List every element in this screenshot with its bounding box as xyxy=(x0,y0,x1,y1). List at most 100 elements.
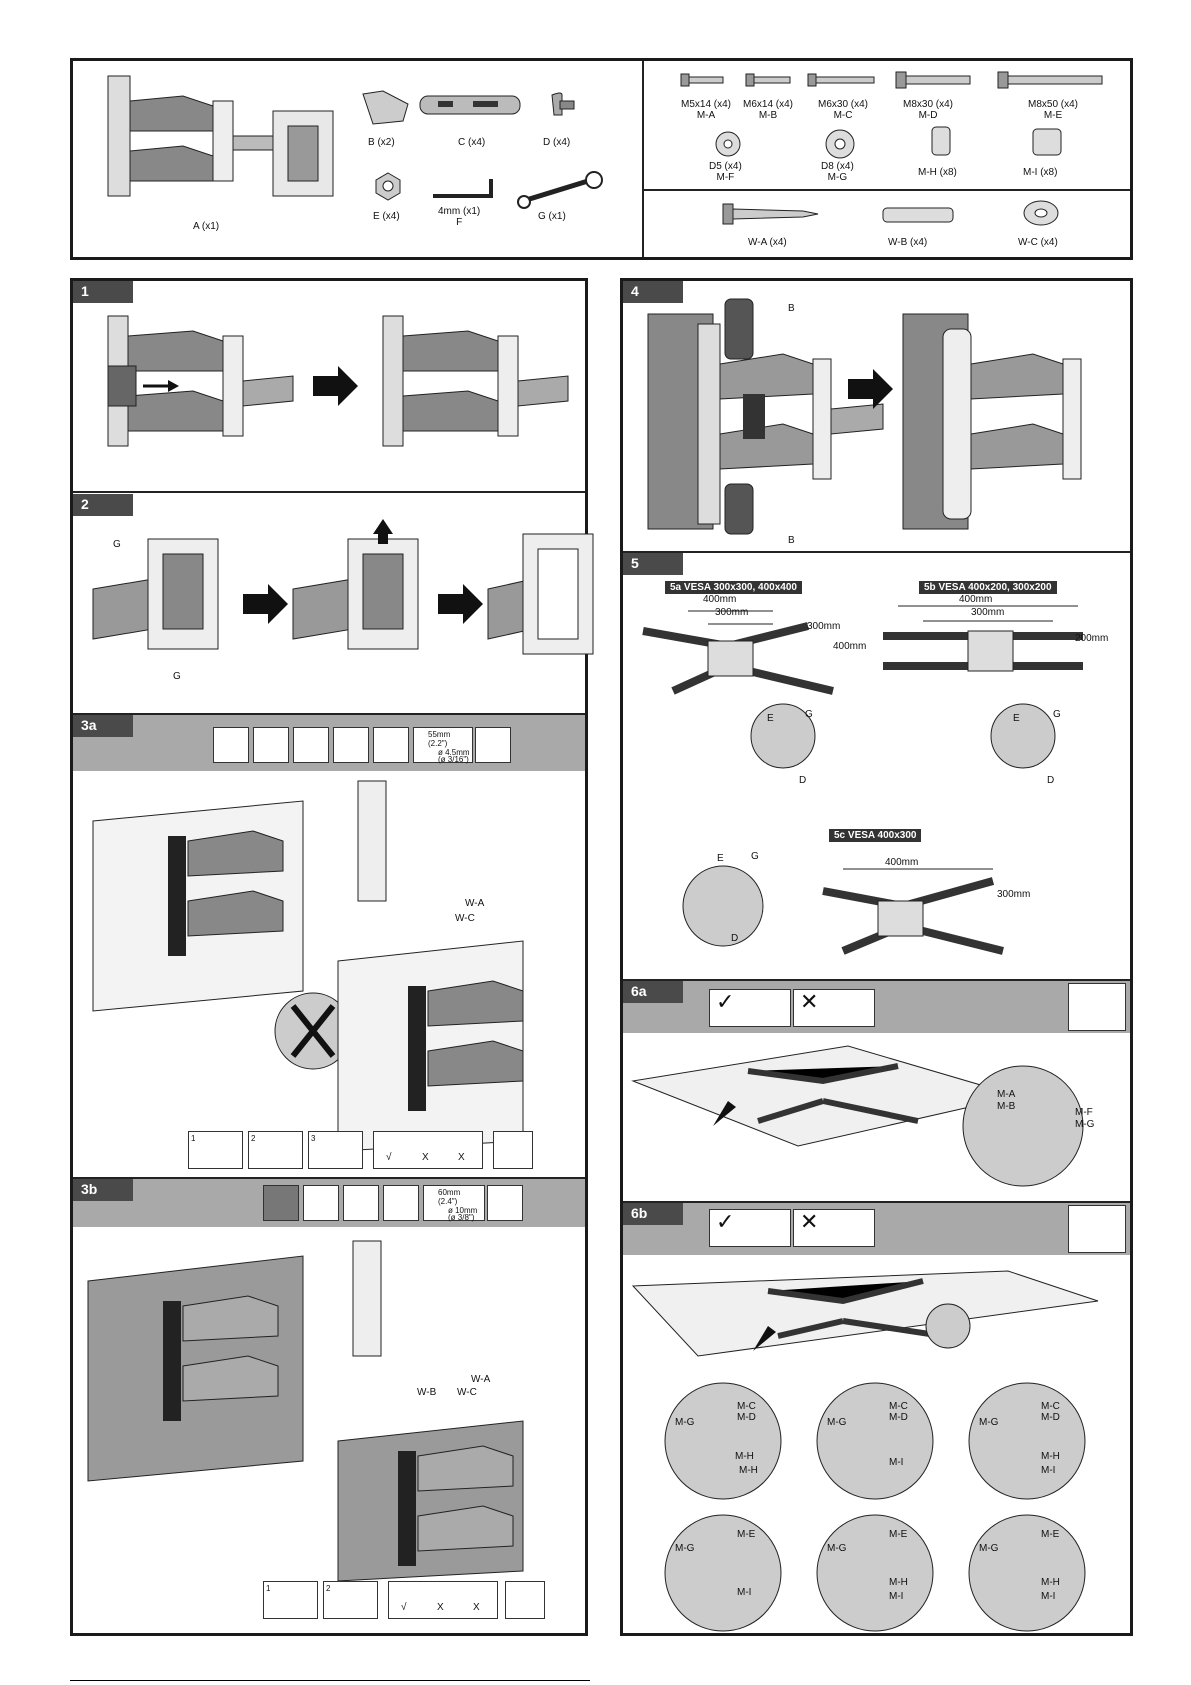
step5c-d-label: D xyxy=(731,933,739,944)
detail1-top: M-C xyxy=(737,1401,756,1412)
parts-list-panel: A (x1) B (x2) C (x4) D (x4) E (x4) 4mm (… xyxy=(70,58,1133,260)
wall-screw-w-a-label: W-A (x4) xyxy=(748,237,787,248)
step5c-dim-300v: 300mm xyxy=(997,889,1031,900)
detail6-b1: M-H xyxy=(1041,1577,1060,1588)
step5a-d-label: D xyxy=(799,775,807,786)
step3a-wc-label: W-C xyxy=(455,913,475,924)
step5b-dim-200v: 200mm xyxy=(1075,633,1109,644)
step2-header: 2 xyxy=(73,494,133,516)
tool-icon-pencil xyxy=(293,727,329,763)
step6a-correct-icon: ✓ xyxy=(709,989,791,1027)
footer-rule xyxy=(70,1680,590,1681)
detail5-b2: M-I xyxy=(889,1591,904,1602)
step3a-sub1-icon: 1 xyxy=(188,1131,243,1169)
part-c-label: C (x4) xyxy=(458,137,486,148)
washer-m-g-illustration xyxy=(825,129,855,159)
screw-m-d-illustration xyxy=(895,71,971,89)
tool-icon-drill-b xyxy=(383,1185,419,1221)
step2-wrench-label-bottom: G xyxy=(173,671,181,682)
step6b-incorrect-icon: ✕ xyxy=(793,1209,875,1247)
step1-illustration xyxy=(107,315,569,447)
step3b-illustration xyxy=(87,1240,524,1582)
washer-m-f-label: D5 (x4)M-F xyxy=(709,161,742,183)
washer-m-g-label: D8 (x4)M-G xyxy=(821,161,854,183)
spacer-m-h-label: M-H (x8) xyxy=(918,167,957,178)
washer-m-f-illustration xyxy=(715,131,741,157)
step3a-illustration xyxy=(92,780,524,1152)
tool-icon-wall xyxy=(213,727,249,763)
part-e-illustration xyxy=(375,172,401,201)
tool-icon-level xyxy=(253,727,289,763)
part-d-illustration xyxy=(551,92,575,116)
screw-m-e-label: M8x50 (x4)M-E xyxy=(1028,99,1079,121)
part-a-label: A (x1) xyxy=(193,221,220,232)
step5a-dim-400v: 400mm xyxy=(833,641,867,652)
wall-washer-w-c-label: W-C (x4) xyxy=(1018,237,1058,248)
detail4-top: M-E xyxy=(737,1529,756,1540)
screw-m-a-label: M5x14 (x4)M-A xyxy=(681,99,732,121)
step5-divider xyxy=(623,979,1130,981)
step3a-wa-label: W-A xyxy=(465,898,485,909)
step5a-illustration xyxy=(642,610,834,769)
detail5-side: M-G xyxy=(827,1543,847,1554)
part-b-illustration xyxy=(362,90,409,125)
screw-m-a-illustration xyxy=(680,73,724,87)
detail1-b2: M-H xyxy=(739,1465,758,1476)
wall-washer-w-c-illustration xyxy=(1023,200,1059,226)
step5c-illustration xyxy=(682,865,1004,955)
tool-icon-pencil-b xyxy=(343,1185,379,1221)
step2-wrench-label-top: G xyxy=(113,539,121,550)
spacer-m-h-illustration xyxy=(931,126,951,156)
step5b-g-label: G xyxy=(1053,709,1061,720)
step5b-d-label: D xyxy=(1047,775,1055,786)
step6b-screwdriver-icon xyxy=(1068,1205,1126,1253)
tool-icon-drill xyxy=(373,727,409,763)
step6b-detail-6 xyxy=(968,1514,1086,1632)
step5c-tag: 5c VESA 400x300 xyxy=(829,829,922,842)
detail5-b1: M-H xyxy=(889,1577,908,1588)
step6b-correct-icon: ✓ xyxy=(709,1209,791,1247)
step4-illustration xyxy=(647,298,1082,535)
spacer-m-i-label: M-I (x8) xyxy=(1023,167,1058,178)
detail1-b1: M-H xyxy=(735,1451,754,1462)
step1-divider xyxy=(73,491,585,493)
wall-anchor-w-b-illustration xyxy=(882,207,954,223)
spacer-m-i-illustration xyxy=(1032,128,1062,156)
step6a-divider xyxy=(623,1201,1130,1203)
step5b-dim-400: 400mm xyxy=(959,594,993,605)
detail2-side: M-G xyxy=(827,1417,847,1428)
step6b-illustration xyxy=(631,1270,1099,1357)
screw-m-b-illustration xyxy=(745,73,791,87)
part-e-label: E (x4) xyxy=(373,211,400,222)
step5b-dim-300: 300mm xyxy=(971,607,1005,618)
step5a-dim-400: 400mm xyxy=(703,594,737,605)
tool-icon-concrete xyxy=(263,1185,299,1221)
right-steps-panel: 4 B B 5 5a VESA 300x300, 400x400 5b VESA… xyxy=(620,278,1133,1636)
step3a-header: 3a xyxy=(73,715,133,737)
step6a-mf-label: M-F xyxy=(1075,1107,1093,1118)
detail2-top2: M-D xyxy=(889,1412,908,1423)
drill-bit-icon xyxy=(475,727,511,763)
detail5-top: M-E xyxy=(889,1529,908,1540)
wall-anchor-w-b-label: W-B (x4) xyxy=(888,237,928,248)
detail4-b1: M-I xyxy=(737,1587,752,1598)
detail3-top: M-C xyxy=(1041,1401,1060,1412)
screw-m-d-label: M8x30 (x4)M-D xyxy=(903,99,954,121)
step3b-sub2-icon: 2 xyxy=(323,1581,378,1619)
step3a-sub2-icon: 2 xyxy=(248,1131,303,1169)
step6b-detail-5 xyxy=(816,1514,934,1632)
step4-header: 4 xyxy=(623,281,683,303)
step6b-detail-2 xyxy=(816,1382,934,1500)
detail2-b1: M-I xyxy=(889,1457,904,1468)
part-b-label: B (x2) xyxy=(368,137,395,148)
screw-m-b-label: M6x14 (x4)M-B xyxy=(743,99,794,121)
step3b-wa-label: W-A xyxy=(471,1374,491,1385)
drill-bit-icon-b xyxy=(487,1185,523,1221)
step2-illustration xyxy=(92,519,594,655)
detail6-b2: M-I xyxy=(1041,1591,1056,1602)
drill-bit-spec-icon-b: 60mm (2.4") ø 10mm (ø 3/8") xyxy=(423,1185,485,1222)
step6a-ma-label: M-A xyxy=(997,1089,1016,1100)
step6a-mg-label: M-G xyxy=(1075,1119,1095,1130)
part-g-illustration xyxy=(517,171,603,209)
step3b-sub1-icon: 1 xyxy=(263,1581,318,1619)
